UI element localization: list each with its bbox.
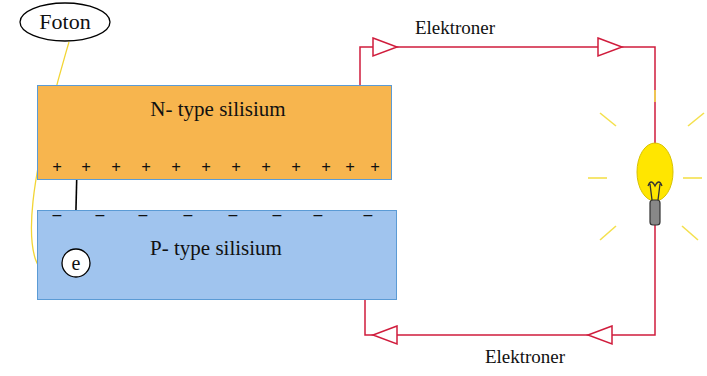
positive-charge: + xyxy=(291,159,301,176)
node-text: Foton xyxy=(39,11,90,33)
flow-arrowhead xyxy=(588,326,612,344)
positive-charge: + xyxy=(52,159,62,176)
negative-charge: − xyxy=(183,206,194,225)
positive-charge: + xyxy=(261,159,271,176)
negative-charge: − xyxy=(313,206,324,225)
flow-arrowhead xyxy=(373,38,397,56)
photon-ellipse: Foton xyxy=(19,2,111,42)
negative-charge: − xyxy=(228,206,239,225)
flow-label: Elektroner xyxy=(415,18,495,37)
negative-charge: − xyxy=(52,206,63,225)
positive-charge: + xyxy=(171,159,181,176)
positive-charge: + xyxy=(321,159,331,176)
node-text: N- type silisium xyxy=(150,99,285,120)
circuit-wire xyxy=(360,47,655,335)
positive-charge: + xyxy=(231,159,241,176)
node-text: e xyxy=(72,253,81,273)
filament xyxy=(648,182,662,200)
positive-charge: + xyxy=(81,159,91,176)
flow-arrowhead xyxy=(598,38,622,56)
negative-charge: − xyxy=(272,206,283,225)
negative-charge: − xyxy=(363,206,374,225)
semiconductor-layer: P- type silisium e xyxy=(37,210,397,300)
positive-charge: + xyxy=(141,159,151,176)
bulb-glass xyxy=(637,143,673,201)
electron-circle: e xyxy=(61,248,91,278)
positive-charge: + xyxy=(370,159,380,176)
positive-charge: + xyxy=(201,159,211,176)
negative-charge: − xyxy=(138,206,149,225)
light-rays xyxy=(588,90,704,240)
flow-label: Elektroner xyxy=(485,347,565,366)
positive-charge: + xyxy=(345,159,355,176)
negative-charge: − xyxy=(95,206,106,225)
flow-arrowhead xyxy=(373,326,397,344)
positive-charge: + xyxy=(111,159,121,176)
bulb-base xyxy=(650,200,660,225)
node-text: P- type silisium xyxy=(150,238,282,259)
